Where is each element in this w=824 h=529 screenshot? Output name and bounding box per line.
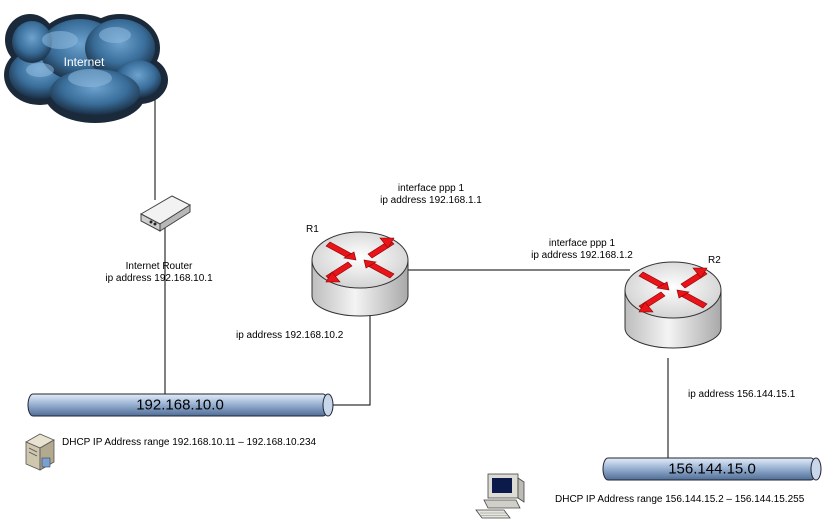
r2-ppp-ip: ip address 192.168.1.2 bbox=[531, 250, 633, 261]
lan-bus-right bbox=[602, 457, 822, 481]
internet-cloud-icon bbox=[4, 14, 168, 123]
network-right-label: 156.144.15.0 bbox=[668, 460, 756, 478]
internet-label: Internet bbox=[63, 55, 105, 69]
dhcp-range-left: DHCP IP Address range 192.168.10.11 – 19… bbox=[62, 437, 317, 448]
r1-to-lan-link bbox=[332, 302, 371, 406]
r1-name: R1 bbox=[306, 224, 319, 235]
r2-lan-ip: ip address 156.144.15.1 bbox=[688, 389, 796, 400]
r2-name: R2 bbox=[708, 255, 721, 266]
network-left-label: 192.168.10.0 bbox=[136, 396, 224, 414]
internet-router-ip: ip address 192.168.10.1 bbox=[105, 273, 213, 284]
connection-lines bbox=[150, 83, 669, 458]
internet-router-name: Internet Router bbox=[125, 261, 193, 272]
r2-ppp-interface: interface ppp 1 bbox=[548, 238, 616, 249]
dhcp-server-icon bbox=[25, 433, 55, 471]
internet-router-icon bbox=[139, 195, 192, 232]
dhcp-range-right: DHCP IP Address range 156.144.15.2 – 156… bbox=[555, 494, 805, 505]
workstation-icon bbox=[475, 473, 525, 519]
lan-bus-left bbox=[27, 393, 334, 417]
router-r1-icon bbox=[311, 231, 409, 317]
r1-lan-ip: ip address 192.168.10.2 bbox=[236, 330, 344, 341]
r1-ppp-ip: ip address 192.168.1.1 bbox=[380, 195, 482, 206]
router-r2-icon bbox=[624, 261, 722, 349]
r1-ppp-interface: interface ppp 1 bbox=[397, 183, 465, 194]
